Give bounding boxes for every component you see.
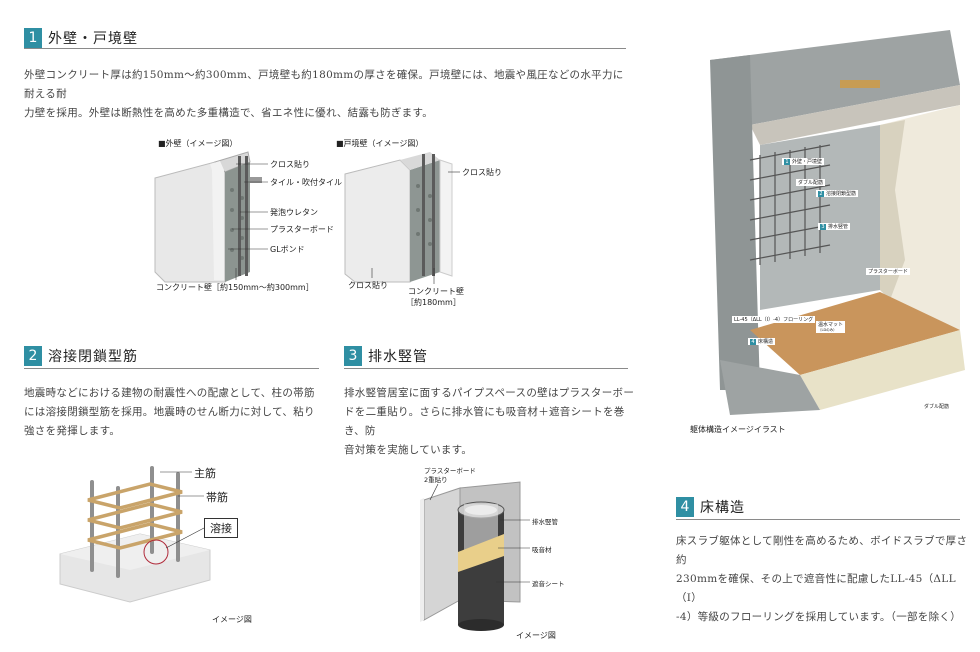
section-divider	[24, 48, 626, 49]
label-weld: 溶接	[204, 518, 238, 538]
tag-double-rebar-1: ダブル配筋	[796, 179, 826, 186]
section-2-caption: イメージ図	[212, 615, 252, 624]
outer-label-board: プラスターボード	[270, 225, 334, 234]
party-label-concrete: コンクリート壁	[408, 287, 464, 296]
section-1-heading: 1 外壁・戸境壁	[24, 28, 138, 48]
outer-label-tile: タイル・吹付タイル	[270, 178, 342, 187]
outer-wall-caption: ■外壁（イメージ図）	[158, 139, 238, 148]
label-board-double: 2重貼り	[424, 476, 448, 484]
outer-label-urethane: 発泡ウレタン	[270, 208, 318, 217]
party-label-concrete-thickness: ［約180mm］	[406, 298, 461, 307]
party-label-cloth-top: クロス貼り	[462, 168, 502, 177]
outer-label-gl: GLボンド	[270, 245, 305, 254]
tag-double-rebar-2: ダブル配筋	[922, 403, 952, 410]
tag-heating-mat: 温水マット（LDのみ）	[816, 321, 846, 333]
section-divider	[676, 519, 960, 520]
section-4-text: 床スラブ躯体として剛性を高めるため、ボイドスラブで厚さ約 230mmを確保、その…	[676, 535, 968, 623]
label-drain-pipe: 排水竪管	[532, 518, 558, 526]
drain-pipe-illustration	[420, 481, 521, 631]
label-board: プラスターボード	[424, 467, 476, 475]
outer-label-concrete: コンクリート壁［約150mm～約300mm］	[156, 283, 314, 292]
section-1-text: 外壁コンクリート厚は約150mm～約300mm、戸境壁も約180mmの厚さを確保…	[24, 69, 624, 119]
label-sound-sheet: 遮音シート	[532, 580, 565, 588]
section-2-heading: 2 溶接閉鎖型筋	[24, 346, 138, 366]
section-title: 床構造	[700, 500, 745, 516]
party-wall-illustration	[344, 152, 453, 283]
structure-caption: 躯体構造イメージイラスト	[690, 425, 786, 434]
party-label-cloth-bottom: クロス貼り	[348, 281, 388, 290]
section-3-caption: イメージ図	[516, 631, 556, 640]
section-3-text: 排水竪管居室に面するパイプスペースの壁はプラスターボー ドを二重貼り。さらに排水…	[344, 387, 635, 456]
outer-wall-illustration	[154, 151, 262, 283]
section-number: 4	[676, 497, 694, 517]
section-title: 溶接閉鎖型筋	[48, 349, 138, 365]
section-3-heading: 3 排水竪管	[344, 346, 428, 366]
section-title: 排水竪管	[368, 349, 428, 365]
label-main-bar: 主筋	[194, 467, 216, 480]
section-divider	[24, 368, 319, 369]
section-number: 3	[344, 346, 362, 366]
weld-hoop-illustration	[59, 466, 211, 603]
outer-label-cloth: クロス貼り	[270, 160, 310, 169]
section-number: 2	[24, 346, 42, 366]
label-absorber: 吸音材	[532, 546, 552, 554]
tag-flooring: LL-45（ΔLL（I）-4）フローリング	[732, 316, 816, 323]
section-4-heading: 4 床構造	[676, 497, 745, 517]
section-title: 外壁・戸境壁	[48, 31, 138, 47]
section-number: 1	[24, 28, 42, 48]
section-divider	[344, 368, 628, 369]
tag-plaster-board: プラスターボード	[866, 268, 910, 275]
party-wall-caption: ■戸境壁（イメージ図）	[336, 139, 424, 148]
section-2-text: 地震時などにおける建物の耐震性への配慮として、柱の帯筋 には溶接閉鎖型筋を採用。…	[24, 387, 315, 437]
label-hoop-bar: 帯筋	[206, 491, 228, 504]
